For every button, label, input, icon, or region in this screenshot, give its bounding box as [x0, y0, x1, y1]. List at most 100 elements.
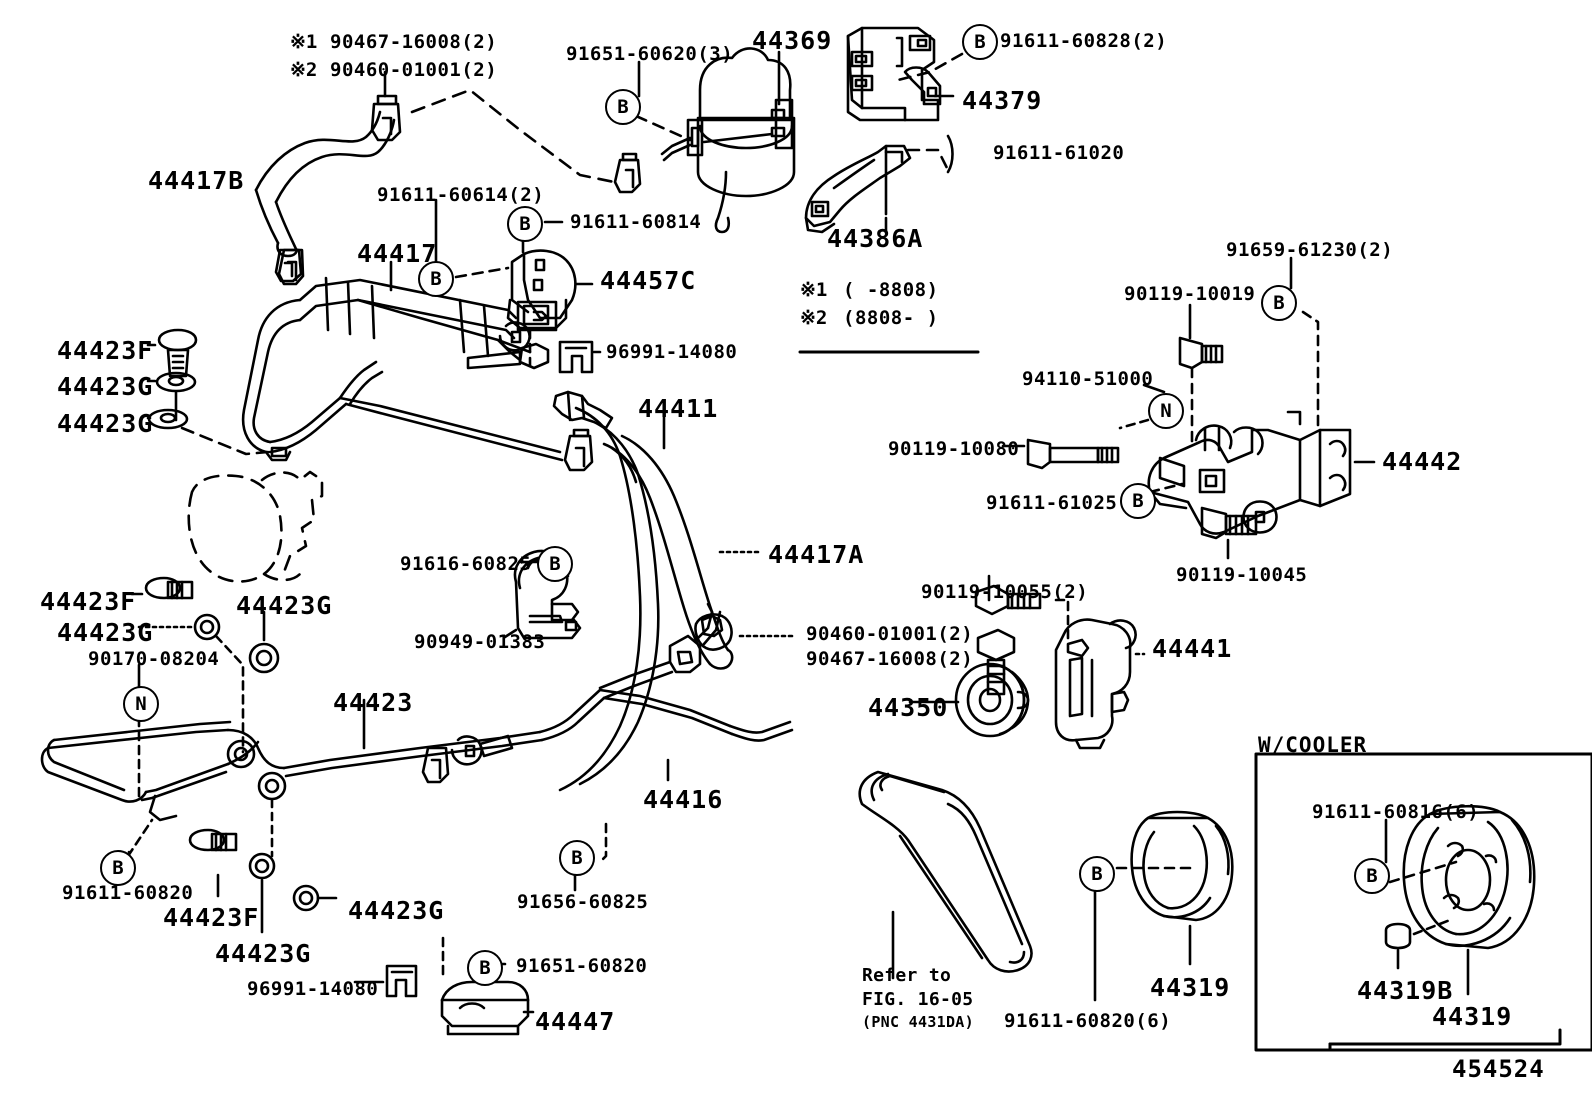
leader-dash-91611-60820 [126, 818, 154, 858]
part-label-l-44423g-6: 44423G [215, 939, 312, 968]
inset-box [1254, 752, 1592, 1052]
footer-rule [1328, 1028, 1562, 1046]
part-label-l-90119-10080: 90119-10080 [888, 438, 1020, 460]
fitting-44423-a [226, 739, 256, 769]
part-label-l-96991-14080-b: 96991-14080 [247, 978, 379, 1000]
leader-94110-51000 [1142, 383, 1166, 394]
part-label-l-44417b: 44417B [148, 166, 245, 195]
part-label-l-44379: 44379 [962, 86, 1043, 115]
part-label-l-91611-60828: 91611-60828(2) [1000, 30, 1168, 52]
part-label-l-90119-10055: 90119-10055(2) [921, 581, 1089, 603]
part-label-l-96991-14080-a: 96991-14080 [606, 341, 738, 363]
part-label-l-44423g-1: 44423G [57, 372, 154, 401]
part-label-l-91651-60820: 91651-60820 [516, 955, 648, 977]
part-label-l-90119-10045: 90119-10045 [1176, 564, 1308, 586]
badge-b-91611-60814: B [507, 206, 543, 242]
arc-91611-61020 [946, 134, 954, 174]
part-label-l-44457c: 44457C [600, 266, 697, 295]
part-label-l-44319-a: 44319 [1150, 973, 1231, 1002]
badge-b-91659-61230: B [1261, 285, 1297, 321]
part-label-l-91611-60614: 91611-60614(2) [377, 184, 545, 206]
part-label-l-44423g-5: 44423G [348, 896, 445, 925]
part-label-l-44319b: 44319B [1357, 976, 1454, 1005]
part-label-l-90467-16008: 90467-16008(2) [806, 648, 974, 670]
leader-dash-91611-61025 [1148, 482, 1184, 494]
part-label-l-91656-60825: 91656-60825 [517, 891, 649, 913]
leader-dash-44386a [906, 148, 950, 172]
washer-44423g-1 [155, 371, 197, 393]
bolt-90119-10055 [974, 584, 1042, 616]
part-label-l-44416: 44416 [643, 785, 724, 814]
bracket-44441 [1054, 618, 1137, 750]
part-label-l-91611-60814: 91611-60814 [570, 211, 702, 233]
fitting-44423-b [257, 771, 287, 801]
leader-dash-94110 [1118, 418, 1150, 430]
part-label-l-44423f-1: 44423F [57, 336, 154, 365]
badge-b-91611-60820b: B [1079, 856, 1115, 892]
part-label-l-44411: 44411 [638, 394, 719, 423]
part-label-l-44350: 44350 [868, 693, 949, 722]
leader-dash-91651 [634, 114, 692, 142]
refer-note-line3: (PNC 4431DA) [862, 1013, 974, 1031]
bracket-44386a [804, 144, 912, 234]
leader-90949-01383 [503, 628, 518, 639]
leader-dash-44423g-top [180, 426, 270, 456]
leader-dash-44457c [454, 266, 510, 279]
bracket-44447 [440, 980, 530, 1036]
part-label-l-44423f-3: 44423F [163, 903, 260, 932]
part-label-l-44417a: 44417A [768, 540, 865, 569]
leader-dash-1 [410, 88, 616, 184]
badge-b-91616-60825: B [537, 546, 573, 582]
reservoir-44369 [660, 47, 796, 234]
badge-b-91611-60828: B [962, 24, 998, 60]
grommet-44416 [694, 613, 733, 651]
part-label-l-91611-60816: 91611-60816(6) [1312, 801, 1480, 823]
bolt-44350 [976, 628, 1016, 696]
leader-dash-44319b [1412, 918, 1452, 936]
washer-44423g-2 [147, 408, 189, 430]
bolt-44411-mid [466, 342, 550, 370]
bolt-90119-10019 [1178, 336, 1224, 370]
washer-44423g-3 [193, 613, 221, 641]
badge-b-91611-60820a: B [100, 850, 136, 886]
bracket-44379 [846, 26, 942, 122]
notation-text-2: 90460-01001(2) [330, 59, 498, 81]
part-label-l-44423f-2: 44423F [40, 587, 137, 616]
bolt-90119-10080 [1026, 438, 1120, 470]
bracket-44442 [1147, 410, 1352, 535]
badge-b-91611-60816: B [1354, 858, 1390, 894]
notation-marker-2: ※2 [290, 59, 318, 81]
clamp-44411 [563, 428, 594, 472]
part-label-l-44423g-3: 44423G [236, 591, 333, 620]
part-label-l-91659-61230: 91659-61230(2) [1226, 239, 1394, 261]
clamp-44417-upper [277, 248, 305, 286]
pump-body [187, 446, 324, 583]
refer-note-line1: Refer to [862, 965, 952, 986]
part-label-l-44447: 44447 [535, 1007, 616, 1036]
part-label-l-91611-60820-a: 91611-60820 [62, 882, 194, 904]
part-label-l-91611-61025: 91611-61025 [986, 492, 1118, 514]
leader-dash-lower [214, 634, 245, 754]
clip-96991-14080-lower [385, 964, 418, 998]
bolt-44423f-2 [144, 576, 194, 600]
badge-b-91651-60620: B [605, 89, 641, 125]
part-label-l-44319-b: 44319 [1432, 1002, 1513, 1031]
leader-dash-44379-b [896, 52, 964, 82]
part-label-l-94110-51000: 94110-51000 [1022, 368, 1154, 390]
tab-44423 [148, 794, 178, 822]
bolt-90119-10045 [1200, 506, 1258, 540]
badge-n-90170-08204: N [123, 686, 159, 722]
leader-dash-44441 [1054, 598, 1070, 642]
v-belt [858, 770, 1033, 973]
badge-n-94110-51000: N [1148, 393, 1184, 429]
part-label-l-91611-61020: 91611-61020 [993, 142, 1125, 164]
pipe-44416 [598, 602, 722, 700]
washer-44423g-5 [292, 884, 320, 912]
part-label-l-91616-60825: 91616-60825 [400, 553, 532, 575]
pulley-44350 [954, 662, 1030, 738]
part-label-l-90119-10019: 90119-10019 [1124, 283, 1256, 305]
part-label-l-90170-08204: 90170-08204 [88, 648, 220, 670]
part-label-l-44386a: 44386A [827, 224, 924, 253]
leader-dash-91656 [598, 822, 608, 864]
